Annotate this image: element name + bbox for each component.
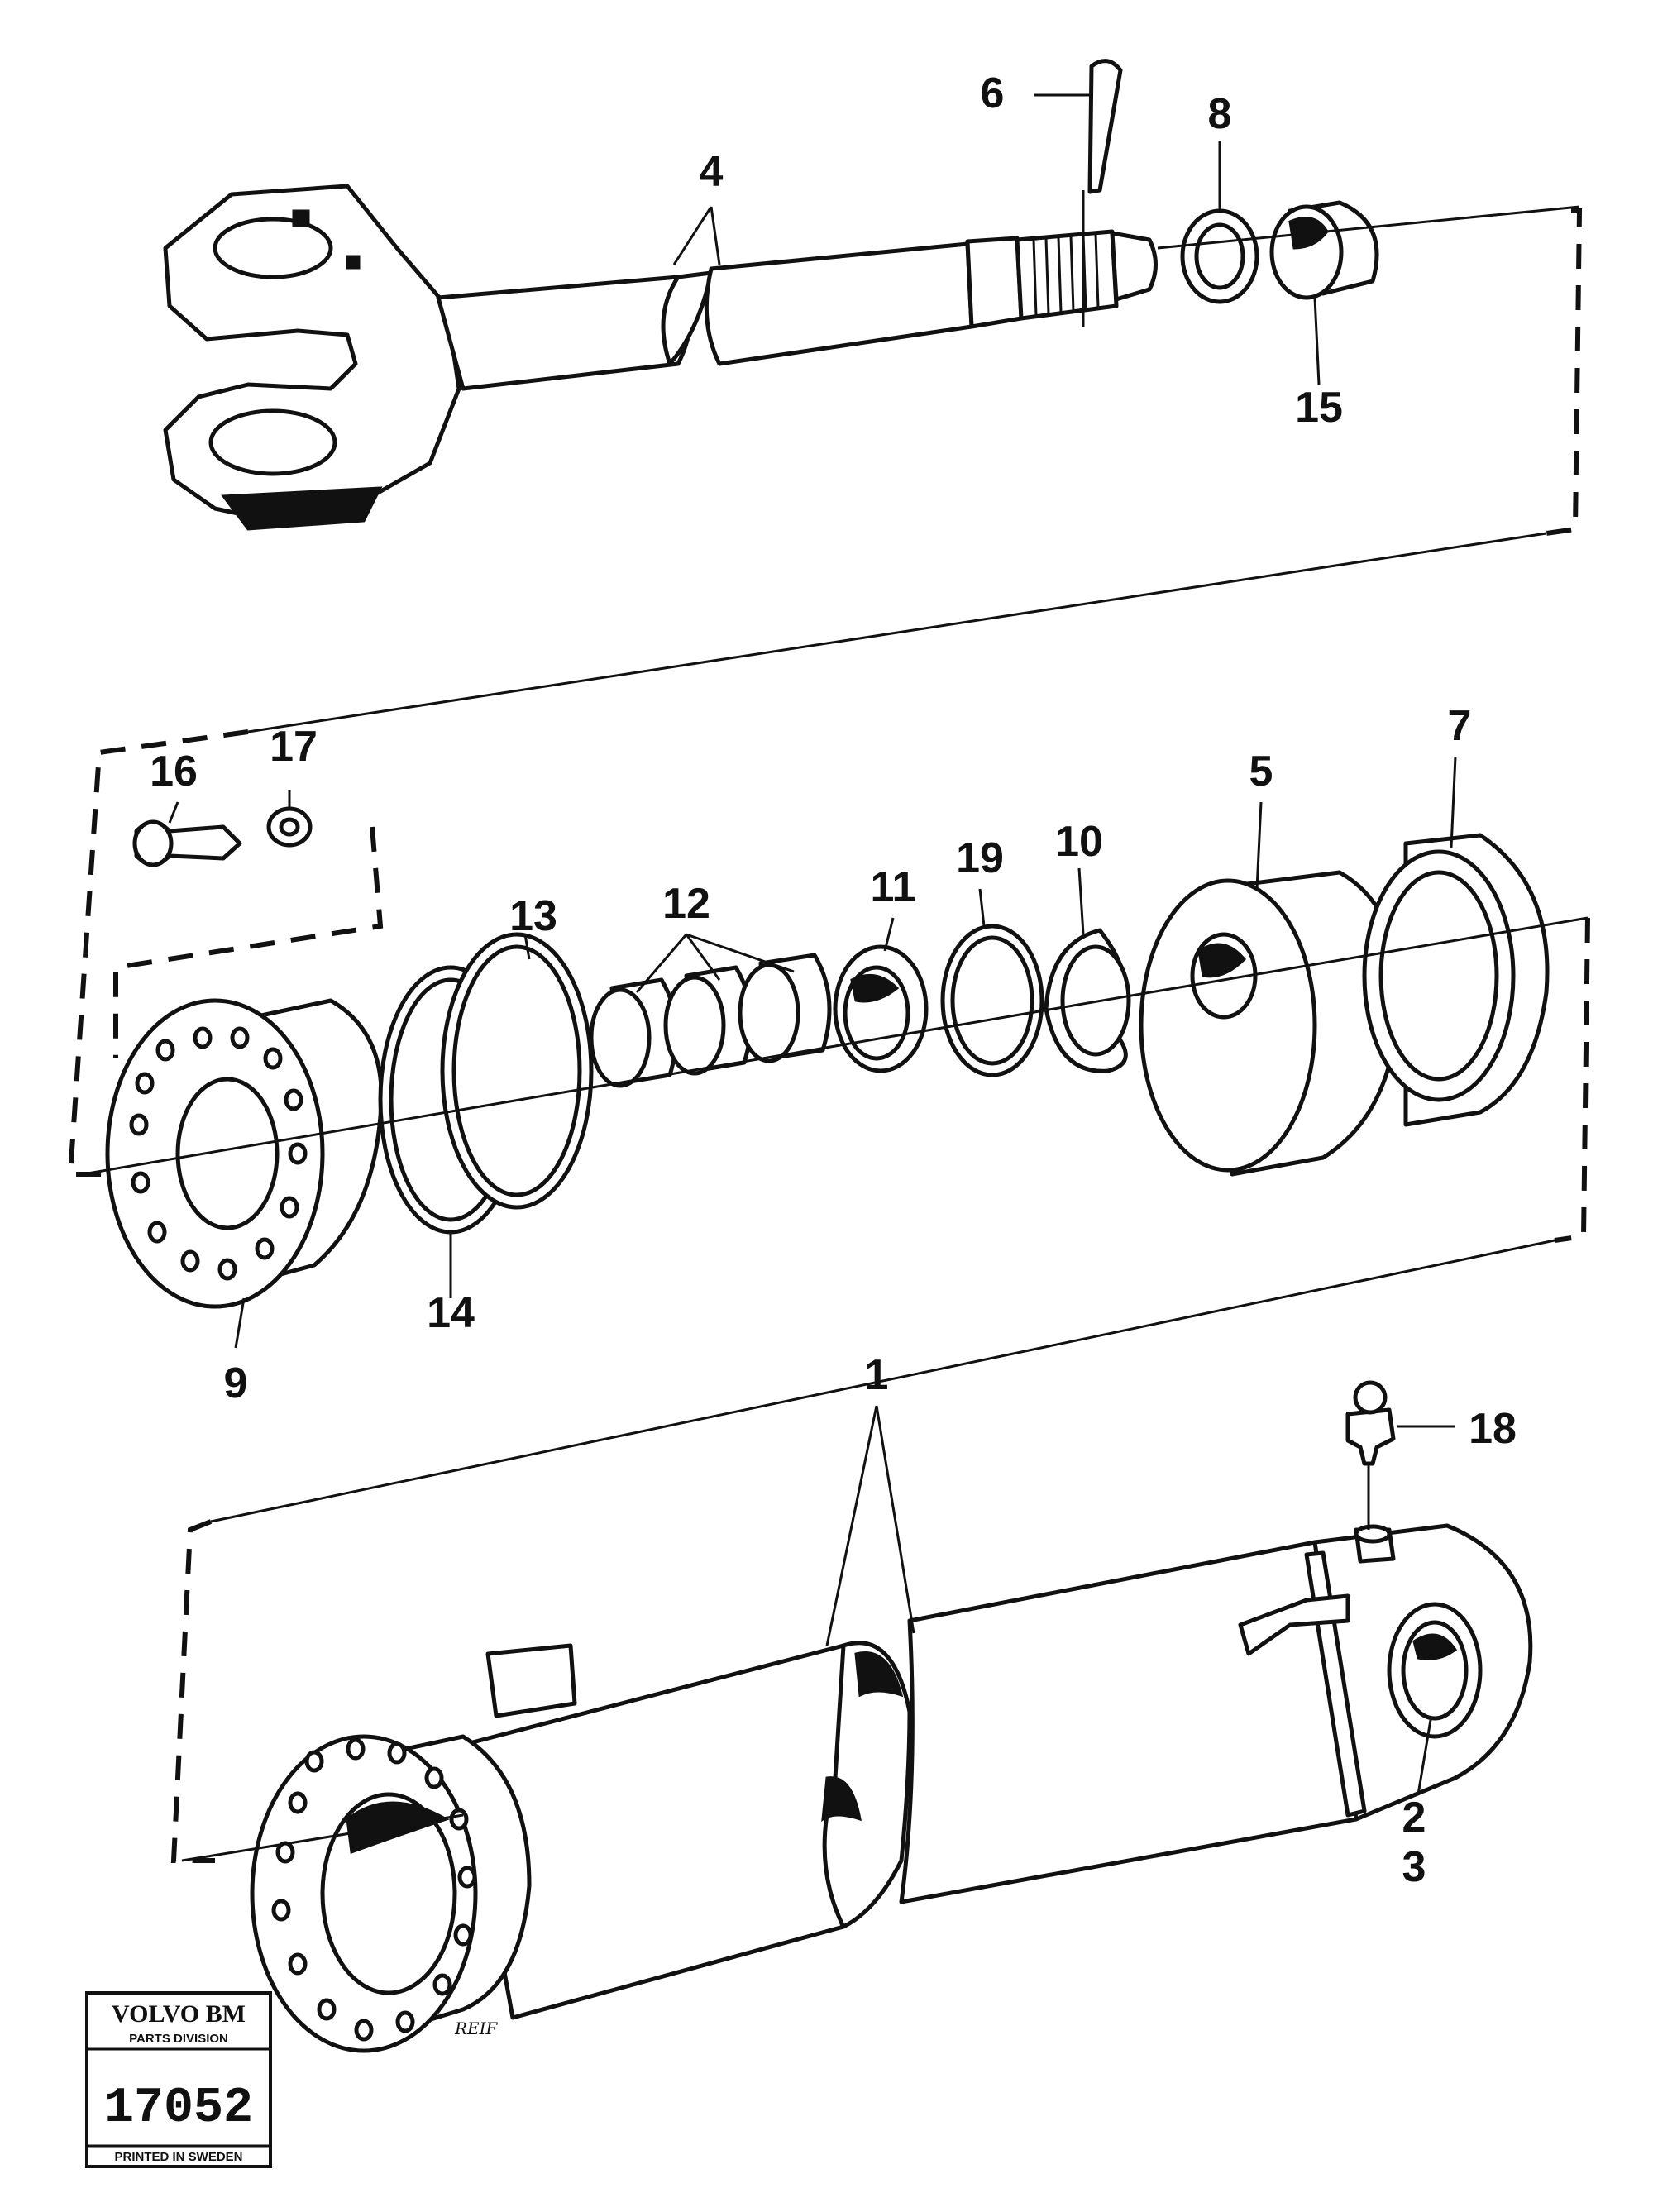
- washer-19-inner: [950, 935, 1034, 1066]
- grease-nipple-head: [1353, 1380, 1388, 1415]
- piston-seal-inner: [1378, 870, 1499, 1082]
- rod-break: [661, 270, 714, 366]
- callout-19: 19: [956, 834, 1004, 882]
- cotter-pin: [1087, 59, 1123, 194]
- cylinder-head-bore: [175, 1077, 280, 1230]
- grease-nipple: [1345, 1407, 1396, 1466]
- stamp-frame: [85, 1991, 272, 2168]
- piston-axis-line: [82, 916, 1589, 1176]
- clevis-bottom-hole: [208, 408, 337, 476]
- artist-signature: REIF: [454, 2019, 499, 2038]
- backup-ring-inner: [452, 944, 582, 1197]
- callout-2: 2: [1402, 1794, 1426, 1842]
- callout-4: 4: [700, 148, 724, 196]
- assembly-guides: [67, 208, 1590, 1863]
- wiper-shadow: [850, 973, 900, 1003]
- tube-top-block: [485, 1643, 577, 1718]
- stamp-origin: PRINTED IN SWEDEN: [114, 2150, 242, 2164]
- callout-3: 3: [1402, 1843, 1426, 1891]
- callout-16: 16: [150, 748, 198, 795]
- callout-12: 12: [662, 880, 710, 928]
- callout-13: 13: [509, 892, 557, 940]
- piston-rod-assembly: [163, 59, 1580, 531]
- rear-eye-shadow: [1412, 1633, 1458, 1660]
- head-bolt-holes: [129, 1026, 308, 1281]
- tube-front-bore-shadow: [346, 1801, 450, 1855]
- parts-stamp: VOLVO BM PARTS DIVISION 17052 PRINTED IN…: [85, 1991, 272, 2168]
- callouts: 1 2 3 4 5 6 7 8 9 10 11 12 13 14 15 16 1…: [150, 69, 1517, 1891]
- callout-leaders: [168, 93, 1457, 1795]
- rod-bushings: [589, 953, 832, 1088]
- stamp-brand: VOLVO BM: [112, 2000, 246, 2028]
- callout-15: 15: [1295, 384, 1343, 432]
- callout-10: 10: [1055, 818, 1103, 866]
- stamp-division: PARTS DIVISION: [129, 2032, 228, 2046]
- rod-axis-line: [1157, 205, 1580, 250]
- cylinder-tube-assembly: [181, 1380, 1533, 2053]
- callout-17: 17: [270, 723, 318, 771]
- grease-hole-mark: [292, 209, 310, 227]
- tube-break-shadow-upper: [854, 1651, 904, 1698]
- callout-6: 6: [981, 69, 1005, 117]
- clevis-top-hole: [213, 217, 333, 279]
- tube-axis-line: [181, 1813, 464, 1862]
- bolt-head: [132, 819, 174, 867]
- rod-tip: [1110, 231, 1158, 302]
- callout-18: 18: [1469, 1405, 1517, 1453]
- rod-thread: [1015, 229, 1119, 321]
- callout-8: 8: [1208, 90, 1232, 138]
- callout-1: 1: [865, 1351, 889, 1399]
- tube-break-shadow-lower: [821, 1776, 862, 1823]
- rod-nut-bore: [1194, 222, 1245, 290]
- rod-thread-shoulder: [965, 236, 1024, 329]
- grease-hole-mark-2: [346, 255, 361, 270]
- callout-5: 5: [1249, 748, 1273, 795]
- bolt-washer-hole: [279, 817, 300, 837]
- rod-segment-right: [704, 241, 974, 366]
- tube-break: [822, 1641, 912, 1929]
- tube-segment-right: [899, 1540, 1359, 1904]
- clevis-shadow: [221, 486, 383, 531]
- callout-9: 9: [224, 1359, 248, 1407]
- hydraulic-port: [1238, 1593, 1350, 1656]
- rod-segment-left: [436, 275, 693, 391]
- piston-bore-shadow: [1197, 943, 1247, 978]
- piston-components: [82, 806, 1589, 1309]
- grease-boss-top: [1354, 1524, 1392, 1544]
- callout-14: 14: [427, 1289, 475, 1337]
- callout-7: 7: [1448, 702, 1472, 750]
- piston-face: [1139, 878, 1317, 1173]
- callout-11: 11: [871, 863, 916, 911]
- stamp-number: 17052: [104, 2081, 253, 2137]
